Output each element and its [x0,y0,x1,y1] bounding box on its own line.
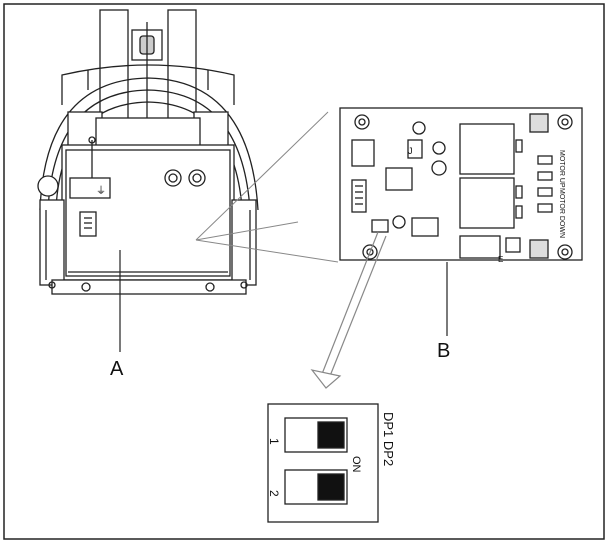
motor-down-label: MOTOR DOWN [558,188,565,238]
motor-housing [37,9,259,295]
dip-callout-arrow [310,231,387,389]
switch-2-label: 2 [267,490,281,497]
switch-1-label: 1 [267,438,281,445]
motor-up-label: MOTOR UP [558,150,565,188]
on-label: ON [350,456,362,473]
dip-header: DP1 DP2 [381,412,396,466]
label-b: B [437,340,450,362]
e-marker: E [498,255,503,264]
j-marker: J [408,146,413,156]
control-board [339,107,583,261]
ground-symbol-icon: ⏚ [96,185,106,197]
callout-lines [195,111,339,263]
outer-border [3,3,605,540]
label-a: A [110,358,124,380]
dip-switch-detail [267,403,379,523]
